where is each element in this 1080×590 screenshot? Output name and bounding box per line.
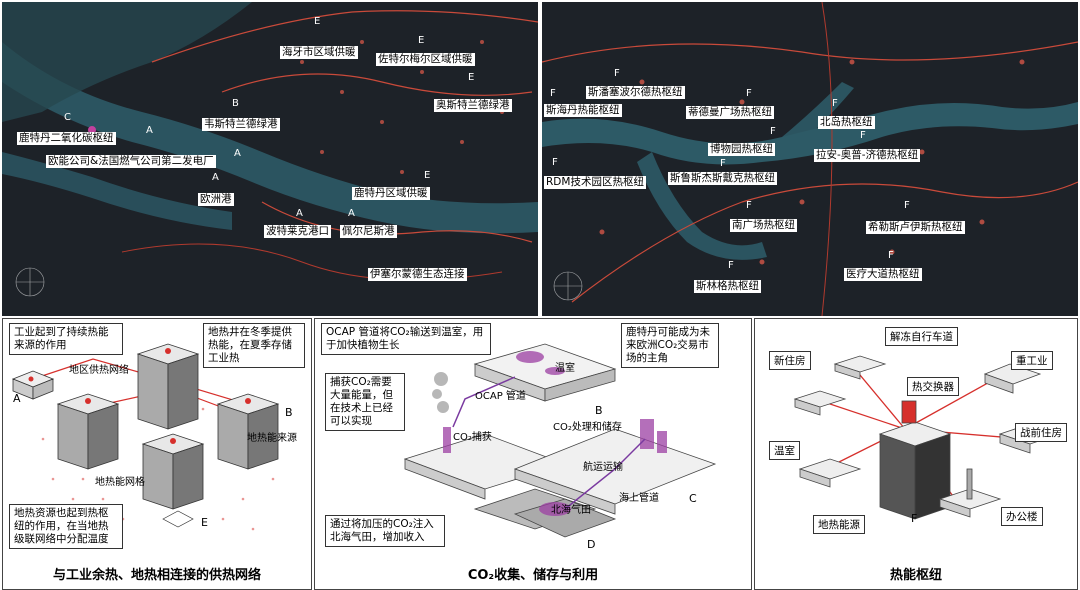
map-left-letter-c: C — [64, 112, 71, 123]
co2-graphic — [403, 343, 717, 538]
map-left-letter-a1: A — [146, 125, 153, 136]
heat-note-geothermal-well: 地热井在冬季提供热能，在夏季存储工业热 — [203, 323, 305, 368]
hub-label-bike-lane: 解冻自行车道 — [885, 327, 958, 346]
map-right-letter-f6: F — [860, 130, 866, 141]
co2-caption: CO₂收集、储存与利用 — [467, 568, 599, 583]
map-right-letter-f7: F — [552, 157, 558, 168]
map-left: 海牙市区域供暖 佐特尔梅尔区域供暖 奥斯特兰德绿港 韦斯特兰德绿港 鹿特丹二氧化… — [2, 2, 538, 316]
hub-label-heat-exchanger: 热交换器 — [907, 377, 959, 396]
map-left-label-9: 佩尔尼斯港 — [340, 225, 397, 238]
map-right-label-3: 北岛热枢纽 — [818, 116, 875, 129]
map-left-letter-e2: E — [418, 35, 425, 46]
map-right-letter-f8: F — [720, 158, 726, 169]
map-right-letter-f5: F — [770, 126, 776, 137]
heat-label-district: 地区供热网络 — [69, 365, 129, 376]
panel-heat-network: 工业起到了持续热能来源的作用 地热井在冬季提供热能，在夏季存储工业热 地热资源也… — [2, 318, 312, 590]
map-right: 斯潘塞波尔德热枢纽 斯海丹热能枢纽 蒂德曼广场热枢纽 北岛热枢纽 博物园热枢纽 … — [542, 2, 1078, 316]
map-right-label-4: 博物园热枢纽 — [708, 143, 775, 156]
hub-label-prewar-housing: 战前住房 — [1015, 423, 1067, 442]
map-left-label-5: 欧能公司&法国燃气公司第二发电厂 — [46, 155, 216, 168]
map-right-label-9: 希勒斯卢伊斯热枢纽 — [866, 221, 965, 234]
hub-label-office: 办公楼 — [1001, 507, 1043, 526]
heat-network-graphic — [11, 343, 280, 531]
map-right-letter-f10: F — [904, 200, 910, 211]
heat-note-industry: 工业起到了持续热能来源的作用 — [9, 323, 123, 355]
map-left-letter-e3: E — [468, 72, 475, 83]
map-right-letter-f11: F — [888, 250, 894, 261]
heat-label-source: 地热能来源 — [247, 433, 297, 444]
co2-letter-b: B — [595, 404, 603, 417]
map-right-letter-f12: F — [728, 260, 734, 271]
heat-letter-e: E — [201, 516, 208, 529]
map-left-label-0: 海牙市区域供暖 — [280, 46, 358, 59]
map-right-letter-f1: F — [614, 68, 620, 79]
heat-letter-b: B — [285, 406, 293, 419]
co2-label-processing: CO₂处理和储存 — [553, 422, 622, 433]
map-right-label-10: 医疗大道热枢纽 — [844, 268, 922, 281]
heat-letter-a: A — [13, 392, 21, 405]
co2-label-capture: CO₂捕获 — [453, 432, 492, 443]
hub-label-heavy-industry: 重工业 — [1011, 351, 1053, 370]
co2-letter-c: C — [689, 492, 697, 505]
map-left-label-2: 奥斯特兰德绿港 — [434, 99, 512, 112]
map-right-label-6: RDM技术园区热枢纽 — [544, 176, 646, 189]
map-left-letter-a3: A — [296, 208, 303, 219]
map-left-letter-a5: A — [234, 148, 241, 159]
map-right-letter-f2: F — [550, 88, 556, 99]
map-left-label-4: 鹿特丹二氧化碳枢纽 — [17, 132, 116, 145]
hub-letter-f: F — [911, 512, 918, 525]
panel-co2: OCAP 管道将CO₂输送到温室，用于加快植物生长 捕获CO₂需要大量能量，但在… — [314, 318, 752, 590]
co2-label-gas-field: 北海气田 — [551, 505, 591, 516]
heat-note-geothermal-hub: 地热资源也起到热枢纽的作用，在当地热级联网络中分配温度 — [9, 504, 123, 549]
map-right-label-7: 斯鲁斯杰斯戴克热枢纽 — [668, 172, 777, 185]
panel-heat-hub: 解冻自行车道 新住房 重工业 热交换器 战前住房 温室 地热能源 办公楼 F 热… — [754, 318, 1078, 590]
map-left-label-6: 欧洲港 — [198, 193, 234, 206]
co2-note-capture: 捕获CO₂需要大量能量，但在技术上已经可以实现 — [325, 373, 405, 431]
map-right-label-5: 拉安-奥普-济德热枢纽 — [814, 149, 921, 162]
map-left-letter-b: B — [232, 98, 239, 109]
heat-label-grid: 地热能网格 — [95, 477, 145, 488]
hub-label-new-housing: 新住房 — [769, 351, 811, 370]
co2-note-north-sea: 通过将加压的CO₂注入北海气田，增加收入 — [325, 515, 445, 547]
map-right-label-8: 南广场热枢纽 — [730, 219, 797, 232]
co2-label-ocap: OCAP 管道 — [475, 391, 526, 402]
heat-network-caption: 与工业余热、地热相连接的供热网络 — [52, 568, 261, 583]
co2-label-shipping: 航运运输 — [583, 462, 623, 473]
co2-label-greenhouse: 温室 — [555, 363, 575, 374]
map-right-letter-f4: F — [832, 98, 838, 109]
map-left-label-10: 伊塞尔蒙德生态连接 — [368, 268, 467, 281]
hub-label-geothermal: 地热能源 — [813, 515, 865, 534]
map-right-label-2: 蒂德曼广场热枢纽 — [686, 106, 774, 119]
co2-label-offshore-pipe: 海上管道 — [619, 493, 659, 504]
map-right-label-11: 斯林格热枢纽 — [694, 280, 761, 293]
hub-label-greenhouse: 温室 — [769, 441, 800, 460]
map-right-letter-f9: F — [746, 200, 752, 211]
map-left-label-1: 佐特尔梅尔区域供暖 — [376, 53, 475, 66]
map-left-letter-e4: E — [424, 170, 431, 181]
co2-letter-d: D — [587, 538, 596, 551]
map-left-letter-a2: A — [212, 172, 219, 183]
map-left-label-3: 韦斯特兰德绿港 — [202, 118, 280, 131]
map-right-label-0: 斯潘塞波尔德热枢纽 — [586, 86, 685, 99]
map-left-label-7: 鹿特丹区域供暖 — [352, 187, 430, 200]
map-right-label-1: 斯海丹热能枢纽 — [544, 104, 622, 117]
co2-note-ocap: OCAP 管道将CO₂输送到温室，用于加快植物生长 — [321, 323, 491, 355]
heat-hub-caption: 热能枢纽 — [889, 568, 942, 583]
map-right-graphic — [542, 2, 1078, 316]
co2-note-market: 鹿特丹可能成为未来欧洲CO₂交易市场的主角 — [621, 323, 719, 368]
map-left-letter-e1: E — [314, 16, 321, 27]
map-left-letter-a4: A — [348, 208, 355, 219]
map-right-letter-f3: F — [746, 88, 752, 99]
map-left-label-8: 波特莱克港口 — [264, 225, 331, 238]
